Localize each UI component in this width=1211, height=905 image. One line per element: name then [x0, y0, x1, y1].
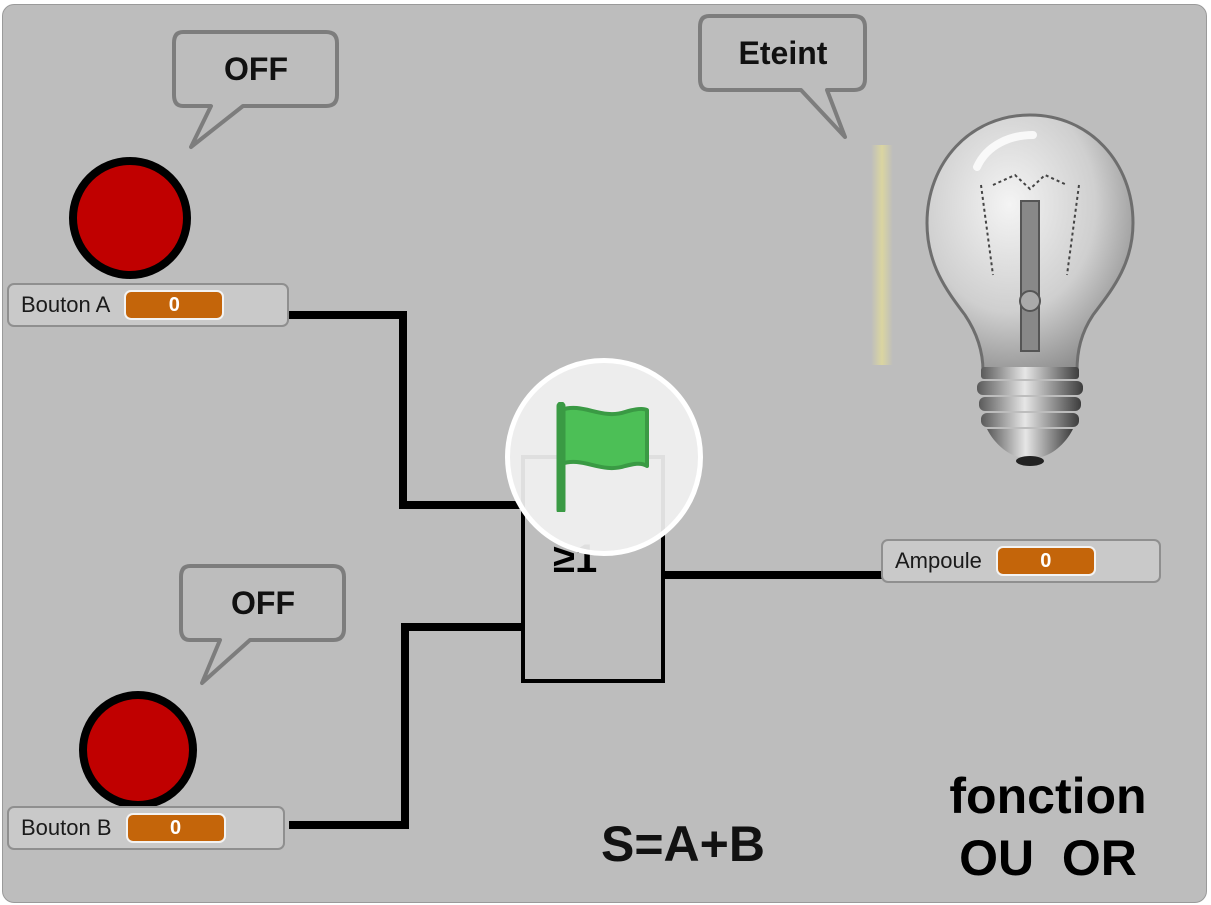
speech-bubble-a: OFF [171, 29, 341, 159]
green-flag-button[interactable] [505, 358, 703, 556]
monitor-a-value: 0 [124, 290, 225, 320]
formula-label: S=A+B [601, 816, 765, 872]
monitor-b-label: Bouton B [21, 815, 112, 840]
stage: OFF OFF Eteint Bouton A 0 Bouton B 0 Amp… [2, 4, 1207, 903]
bubble-a-text: OFF [224, 51, 288, 87]
monitor-bouton-b[interactable]: Bouton B 0 [7, 806, 285, 850]
green-flag-icon [556, 402, 649, 512]
function-title-line1: fonction [949, 768, 1147, 824]
light-bulb-icon [871, 113, 1135, 466]
monitor-ampoule-label: Ampoule [895, 548, 982, 573]
monitor-ampoule-value: 0 [995, 546, 1096, 576]
circuit-wires [289, 311, 885, 829]
monitor-a-label: Bouton A [21, 292, 111, 317]
button-a-sprite[interactable] [69, 157, 191, 279]
bubble-lamp-text: Eteint [738, 35, 828, 71]
function-title: fonction OU OR [923, 765, 1173, 889]
monitor-bouton-a[interactable]: Bouton A 0 [7, 283, 289, 327]
wire-b [289, 623, 521, 829]
bubble-b-text: OFF [231, 585, 295, 621]
speech-bubble-b: OFF [178, 563, 348, 693]
button-b-sprite[interactable] [79, 691, 197, 809]
speech-bubble-lamp: Eteint [697, 13, 869, 143]
monitor-ampoule[interactable]: Ampoule 0 [881, 539, 1161, 583]
function-title-line2: OU OR [959, 830, 1137, 886]
wire-a [289, 311, 521, 509]
monitor-b-value: 0 [125, 813, 226, 843]
